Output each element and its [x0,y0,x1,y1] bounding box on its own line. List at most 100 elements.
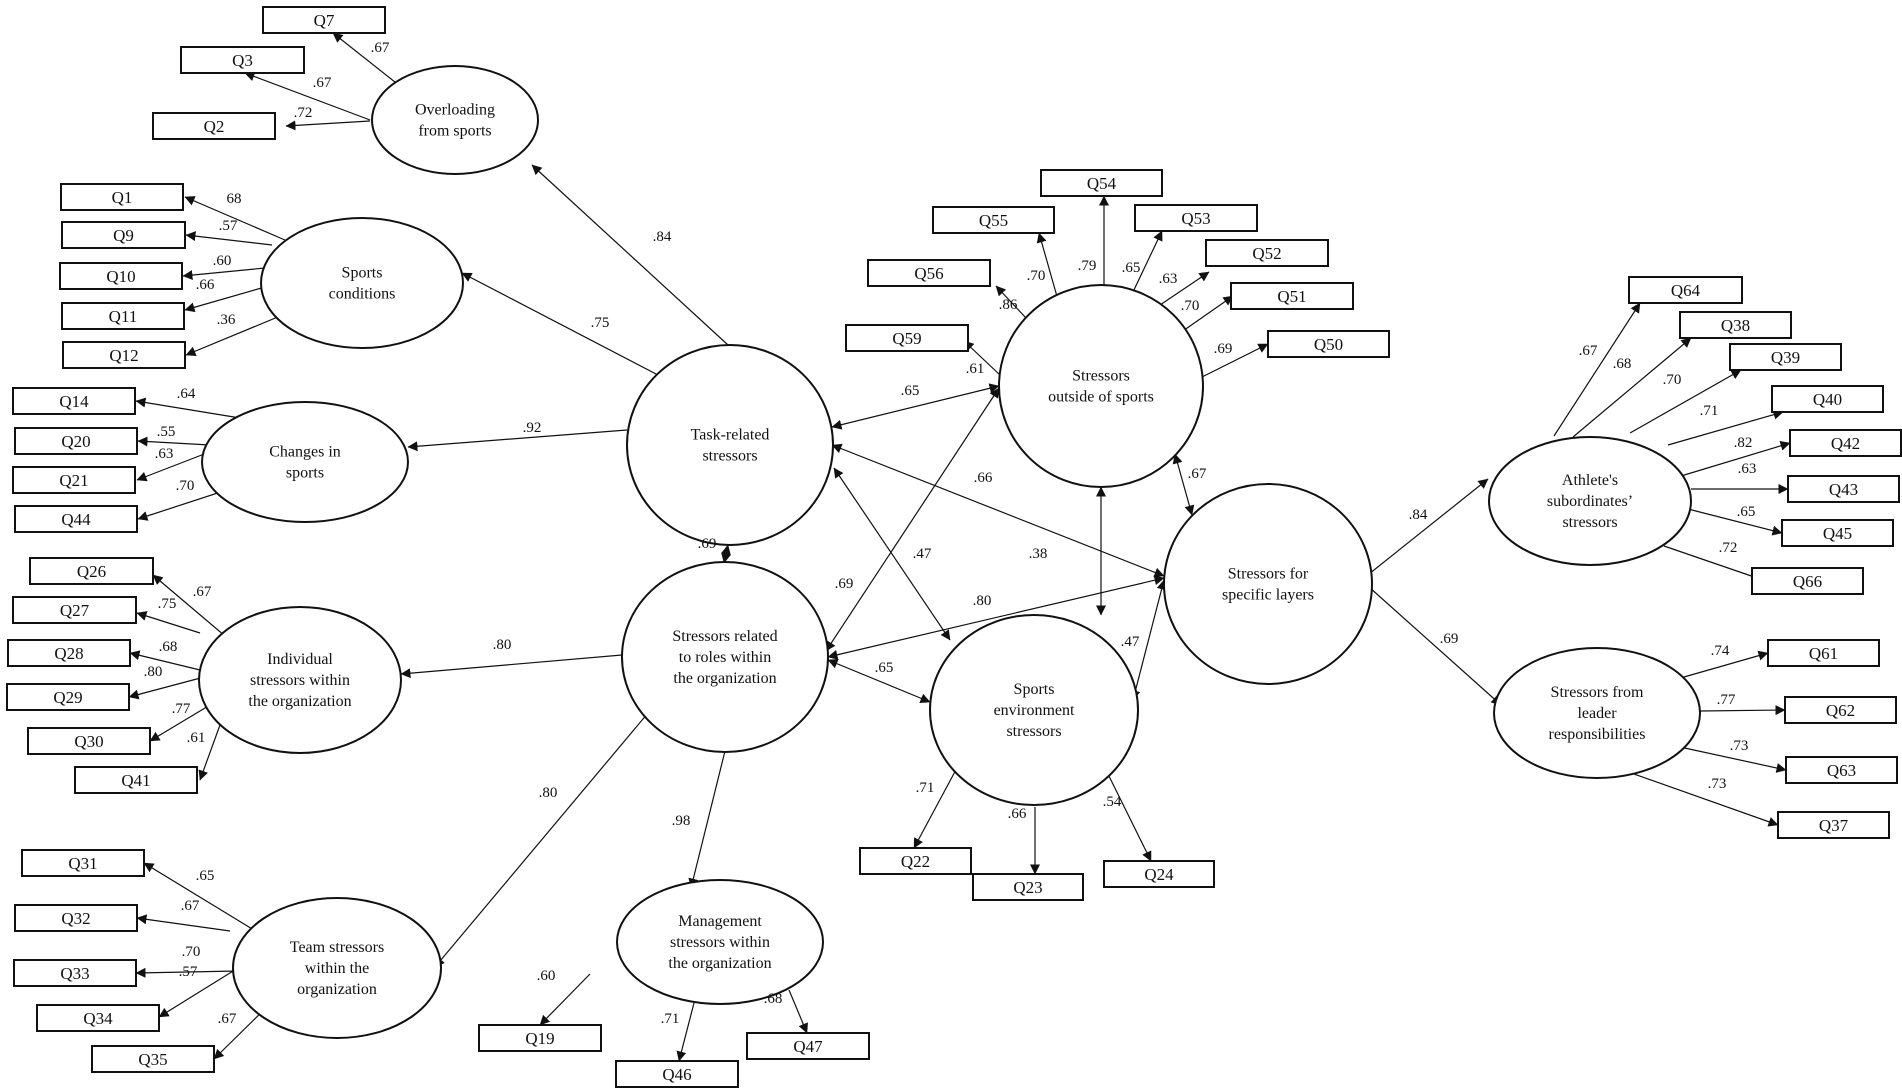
indicator-box-q14 [12,387,136,415]
loading-arrow-l6-q26 [152,574,226,637]
indicator-label-q1: Q1 [112,188,133,207]
coefficient-q50: .69 [1214,341,1233,357]
indicator-q26: Q26 [29,557,154,585]
latent-ellipse-l2 [260,217,464,349]
indicator-label-q3: Q3 [232,51,253,70]
latent-ellipse-l7 [232,897,442,1039]
coefficient-q31: .65 [196,868,215,884]
indicator-box-q38 [1679,311,1792,339]
indicator-box-q56 [867,259,991,287]
latent-label-line: stressors within [250,672,350,689]
latent-label-line: stressors [702,448,757,465]
indicator-box-q53 [1134,204,1258,232]
loading-arrow-l8-q47 [788,989,808,1034]
coefficient-q33: .70 [182,944,201,960]
loading-arrow-l9-q52 [1159,271,1210,306]
indicator-label-q34: Q34 [83,1009,113,1028]
latent-label-line: Stressors related [672,628,777,645]
indicator-box-q59 [845,324,969,352]
latent-ellipse-l12 [1488,436,1692,566]
loading-arrow-l7-q32 [136,914,231,932]
indicator-box-q21 [12,466,136,494]
indicator-label-q40: Q40 [1813,390,1842,409]
indicator-q10: Q10 [59,262,183,290]
latent-label-line: Management [678,913,762,930]
coefficient-l11_l12: .84 [1409,507,1428,523]
coefficient-q21: .63 [155,446,174,462]
loading-arrow-l9-q50 [1199,343,1269,379]
indicator-q56: Q56 [867,259,991,287]
indicator-q19: Q19 [478,1024,602,1052]
indicator-box-q29 [6,683,130,711]
indicator-q29: Q29 [6,683,130,711]
loading-arrow-l13-q61 [1683,650,1769,678]
loading-arrow-l2-q12 [185,313,286,356]
indicator-box-q51 [1230,282,1354,310]
loading-arrow-l12-q45 [1687,508,1783,536]
indicator-box-q44 [14,505,138,533]
coefficient-q64: .67 [1579,343,1598,359]
loading-arrow-l8-q19 [539,973,591,1026]
loading-arrow-l7-q34 [158,967,239,1018]
coefficient-l9_l10: .38 [1029,546,1048,562]
indicator-box-q40 [1771,385,1884,413]
coefficient-q63: .73 [1730,738,1749,754]
loading-arrow-l1-q7 [332,32,401,87]
indicator-box-q19 [478,1024,602,1052]
indicator-box-q22 [859,847,972,875]
coefficient-l9_l11: .67 [1188,466,1207,482]
indicator-label-q42: Q42 [1831,434,1860,453]
latent-label-line: Task-related [691,427,770,444]
indicator-box-q9 [61,221,186,249]
indicator-box-q66 [1751,567,1864,595]
indicator-box-q26 [29,557,154,585]
coefficient-l4_l10: .47 [913,546,932,562]
indicator-q50: Q50 [1267,330,1390,358]
loading-arrow-l7-q31 [143,862,263,936]
latent-label-line: subordinates’ [1547,493,1633,510]
coefficient-q9: .57 [219,218,238,234]
coefficient-q54: .79 [1078,258,1097,274]
indicator-q47: Q47 [746,1032,870,1060]
loading-arrow-l3-q14 [135,397,241,419]
path-arrow-l5-l6 [400,654,623,679]
indicator-label-q46: Q46 [662,1065,691,1084]
loading-arrow-l8-q46 [676,1002,695,1062]
indicator-box-q41 [74,766,198,794]
correlation-l5-l10 [827,658,931,704]
coefficient-q3: .67 [313,75,332,91]
coefficient-q22: .71 [916,780,935,796]
latent-label-line: stressors [1562,514,1617,531]
indicator-label-q23: Q23 [1013,878,1042,897]
indicator-label-q31: Q31 [68,854,97,873]
coefficient-l4_l5: .69 [698,536,717,552]
coefficient-q29: .80 [144,664,163,680]
indicator-label-q47: Q47 [793,1037,823,1056]
indicator-q3: Q3 [180,46,305,74]
coefficient-q26: .67 [193,584,212,600]
latent-label-line: leader [1577,705,1617,722]
loading-arrow-l6-q30 [149,704,211,742]
indicator-box-q28 [7,639,131,667]
indicator-label-q39: Q39 [1771,348,1800,367]
coefficient-q43: .63 [1738,461,1757,477]
correlation-l10-l11 [1130,579,1167,701]
indicator-label-q26: Q26 [77,562,106,581]
coefficient-q39: .70 [1663,372,1682,388]
loading-arrow-l9-q59 [963,340,1001,376]
indicator-box-q43 [1787,475,1900,503]
latent-label-line: within the [305,960,369,977]
indicator-label-q38: Q38 [1721,316,1750,335]
coefficient-q44: .70 [176,478,195,494]
latent-label-line: Team stressors [290,939,384,956]
coefficient-l5_l9: .69 [835,576,854,592]
indicator-label-q24: Q24 [1144,865,1174,884]
indicator-box-q11 [61,302,185,330]
latent-label-line: responsibilities [1549,726,1646,743]
path-arrow-l5-l7 [434,712,649,968]
coefficient-q55: .70 [1027,268,1046,284]
coefficient-q51: .70 [1181,298,1200,314]
